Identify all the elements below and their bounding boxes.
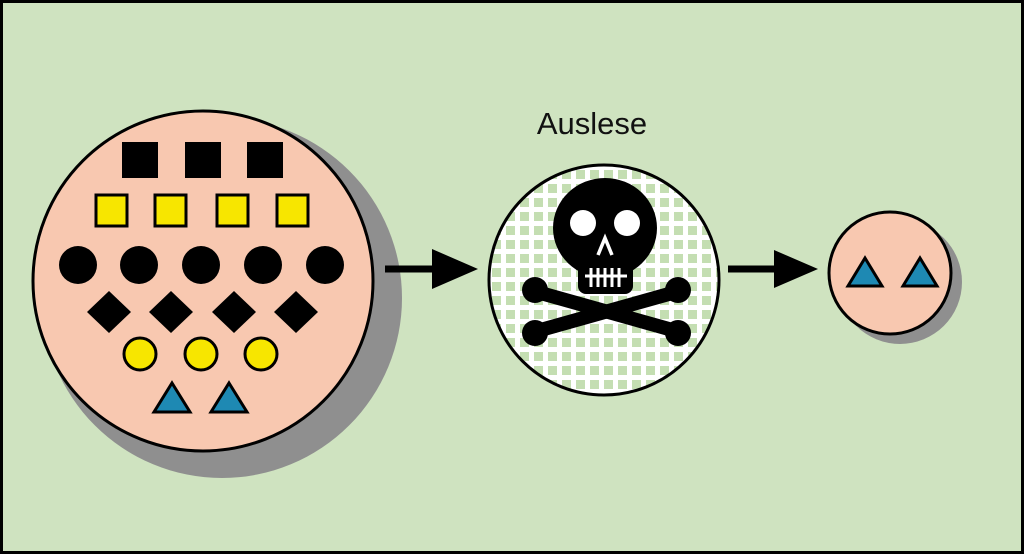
black-diamond [274, 291, 318, 333]
selection-label: Auslese [536, 106, 648, 141]
yellow-square [215, 193, 250, 228]
black-circle [120, 246, 158, 284]
blue-triangle [845, 255, 885, 288]
yellow-square [153, 193, 188, 228]
black-diamond [149, 291, 193, 333]
survivor-circle [827, 210, 953, 336]
skull-crossbones-icon [522, 178, 691, 346]
yellow-circle [243, 336, 279, 372]
blue-triangle [900, 255, 940, 288]
yellow-circle [122, 336, 158, 372]
initial-population [31, 109, 402, 478]
black-diamond [212, 291, 256, 333]
blue-triangle [208, 380, 250, 414]
arrow-right-icon [728, 250, 818, 288]
arrow-right-icon [385, 249, 478, 289]
black-diamond [87, 291, 131, 333]
yellow-circle [183, 336, 219, 372]
black-circle [59, 246, 97, 284]
black-square [122, 142, 158, 178]
black-circle [244, 246, 282, 284]
yellow-square [94, 193, 129, 228]
survivor-population [827, 210, 962, 344]
yellow-square [275, 193, 310, 228]
black-circle [306, 246, 344, 284]
black-square [185, 142, 221, 178]
selection-filter [487, 163, 721, 397]
black-square [247, 142, 283, 178]
blue-triangle [151, 380, 193, 414]
black-circle [182, 246, 220, 284]
